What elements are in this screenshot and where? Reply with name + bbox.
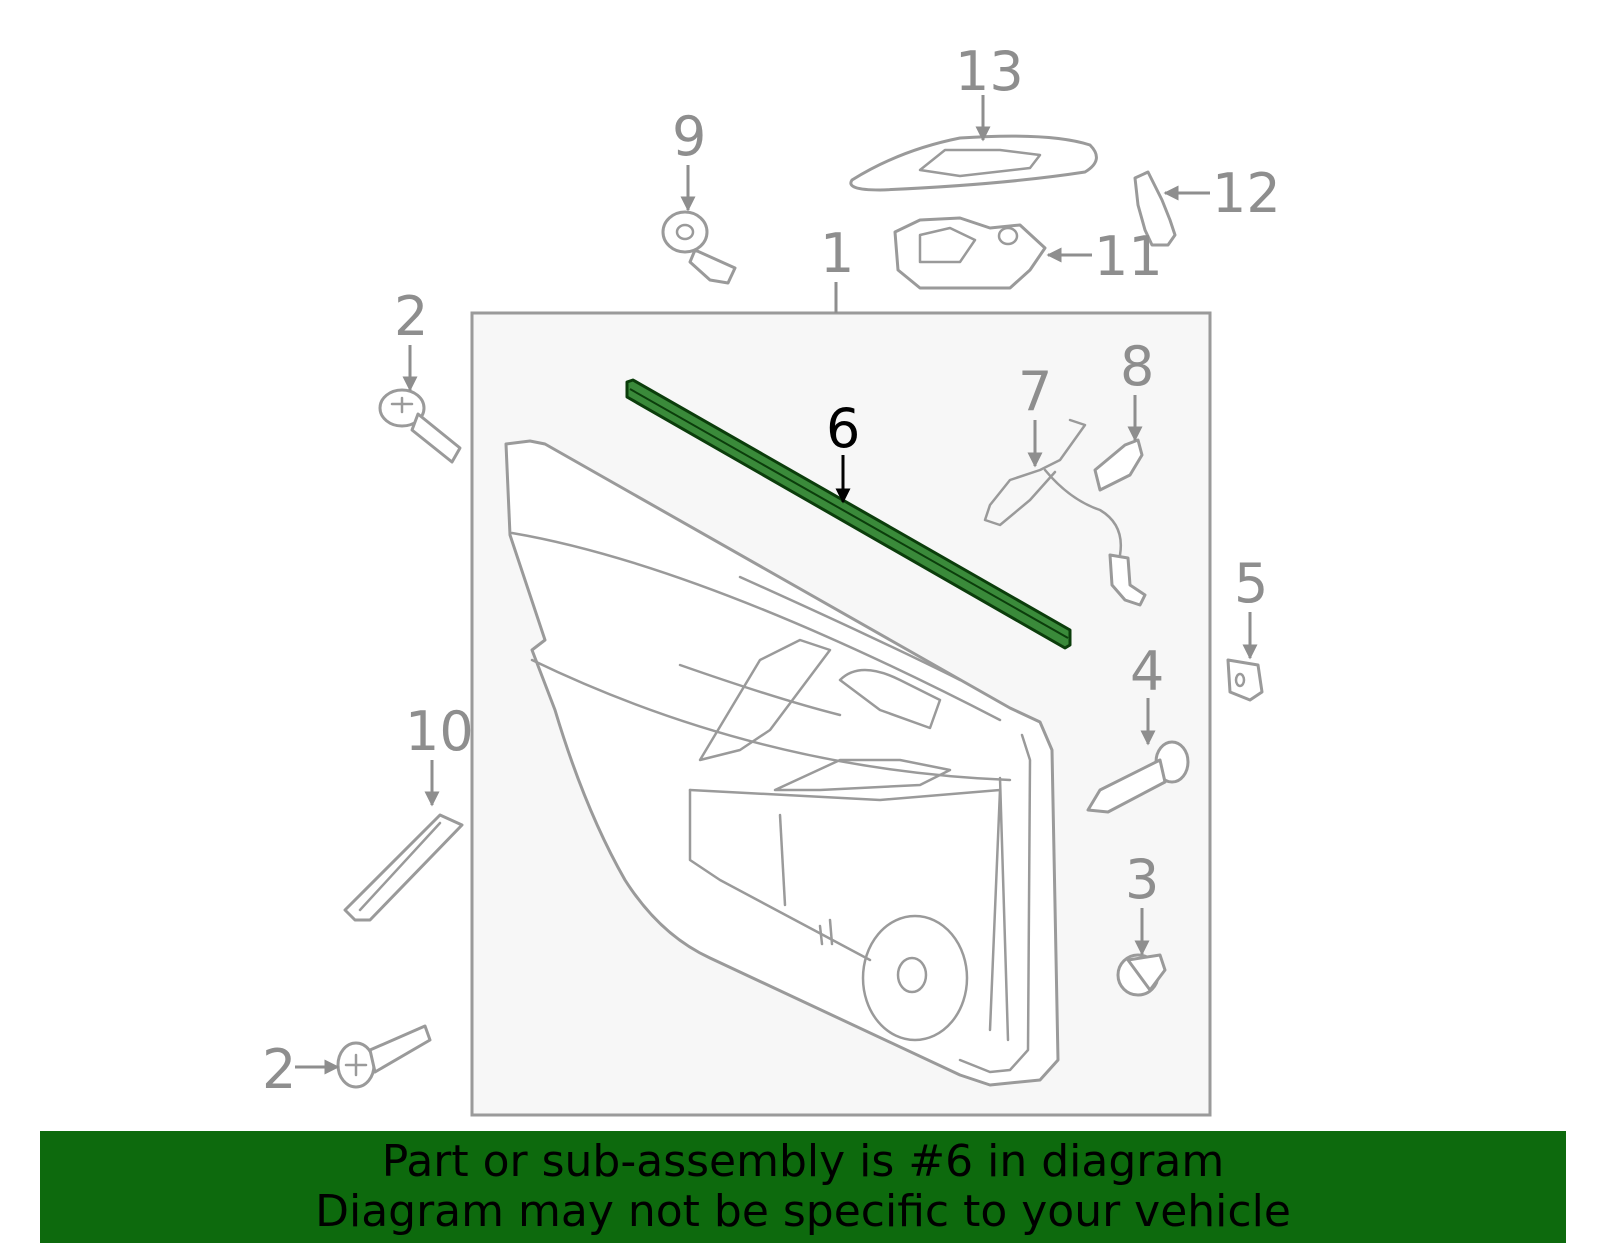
callout-10: 10 xyxy=(405,700,474,763)
info-banner: Part or sub-assembly is #6 in diagram Di… xyxy=(40,1131,1566,1243)
callout-arrows xyxy=(295,95,1258,1075)
callout-3: 3 xyxy=(1125,848,1159,911)
weatherstrip-part-6[interactable] xyxy=(625,378,1072,650)
clip-part-8 xyxy=(1093,438,1144,492)
callout-7: 7 xyxy=(1018,360,1052,423)
callout-12: 12 xyxy=(1212,162,1281,225)
clip-part-3 xyxy=(1116,953,1167,997)
nut-part-5 xyxy=(1226,658,1264,702)
screw-part-4 xyxy=(1086,740,1190,814)
trim-strip-part-10 xyxy=(343,813,464,922)
callout-8: 8 xyxy=(1120,335,1154,398)
armrest-cover-part-13 xyxy=(849,134,1098,192)
callout-11: 11 xyxy=(1094,225,1163,288)
clip-part-12 xyxy=(1133,170,1177,247)
callout-13: 13 xyxy=(955,40,1024,103)
door-trim-panel xyxy=(504,439,1060,1087)
callout-2-top: 2 xyxy=(394,285,428,348)
harness-part-7 xyxy=(983,418,1147,607)
banner-part-note: Part or sub-assembly is #6 in diagram xyxy=(381,1136,1225,1187)
callout-1: 1 xyxy=(820,222,854,285)
callout-5: 5 xyxy=(1234,552,1268,615)
switch-part-11 xyxy=(893,216,1047,290)
fastener-part-9 xyxy=(661,210,737,285)
callout-9: 9 xyxy=(672,105,706,168)
callout-4: 4 xyxy=(1130,640,1164,703)
banner-disclaimer: Diagram may not be specific to your vehi… xyxy=(315,1186,1291,1237)
callout-2-bottom: 2 xyxy=(262,1038,296,1101)
callout-6: 6 xyxy=(826,397,860,460)
screw-part-2-bottom xyxy=(336,1024,432,1089)
screw-part-2-top xyxy=(378,388,462,464)
